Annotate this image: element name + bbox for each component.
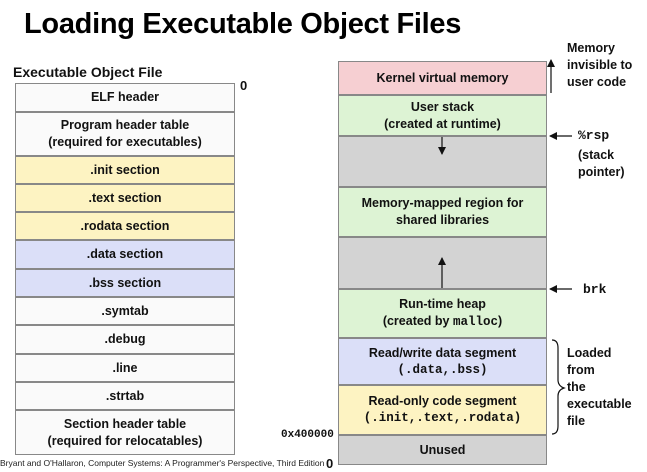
exe-section-box: .line <box>15 354 235 382</box>
user-stack-sublabel: (created at runtime) <box>384 116 501 131</box>
loaded-line-4: executable <box>567 397 632 411</box>
user-stack-label: User stack <box>410 99 475 114</box>
unused-label: Unused <box>419 442 466 457</box>
read-write-data-segment: Read/write data segment (.data,.bss) <box>338 338 547 385</box>
exe-section-label: .data section <box>86 247 164 261</box>
exe-section-label: ELF header <box>90 90 160 104</box>
exe-section-label: .bss section <box>88 275 162 290</box>
memory-invisible-line-3: user code <box>567 75 627 89</box>
heap-sublabel-malloc: malloc <box>452 315 498 329</box>
exe-section-box: .bss section <box>15 269 235 297</box>
runtime-heap-region: Run-time heap (created by malloc) <box>338 289 547 338</box>
mmap-label: Memory-mapped region for <box>361 196 524 210</box>
exe-section-label: (required for executables) <box>48 135 202 149</box>
brk-label: brk <box>583 282 607 297</box>
rsp-description-line-1: (stack <box>578 148 615 162</box>
address-0x400000: 0x400000 <box>281 429 334 441</box>
exe-section-box: .init section <box>15 156 235 184</box>
heap-label: Run-time heap <box>399 297 486 311</box>
exe-section-label: Program header table <box>60 118 190 132</box>
kernel-region-label: Kernel virtual memory <box>376 70 509 85</box>
exe-section-label: .init section <box>90 162 160 177</box>
exe-section-box: Section header table (required for reloca… <box>15 410 235 455</box>
memory-invisible-line-2: invisible to <box>567 58 633 72</box>
heap-sublabel-suffix: ) <box>498 314 503 328</box>
memory-mapped-region: Memory-mapped region for shared librarie… <box>338 187 547 237</box>
exe-section-label: .strtab <box>105 388 145 403</box>
exe-section-box: .symtab <box>15 297 235 325</box>
rsp-description: (stack pointer) <box>578 147 625 181</box>
loaded-bracket <box>551 339 566 435</box>
address-zero: 0 <box>326 456 334 471</box>
exe-section-label: .text section <box>88 190 162 205</box>
exe-section-box: .strtab <box>15 382 235 410</box>
rsp-description-line-2: pointer) <box>578 165 625 179</box>
rsp-register-label: %rsp <box>578 128 610 143</box>
exe-section-box: .text section <box>15 184 235 212</box>
executable-file-label: Executable Object File <box>13 64 163 80</box>
page-title: Loading Executable Object Files <box>24 8 462 40</box>
loaded-line-2: from <box>567 363 595 377</box>
data-segment-label: Read/write data segment <box>368 345 517 360</box>
kernel-virtual-memory-region: Kernel virtual memory <box>338 61 547 95</box>
exe-section-box: .rodata section <box>15 212 235 240</box>
code-segment-sublabel: (.init,.text,.rodata) <box>363 411 522 425</box>
heap-sublabel-prefix: (created by <box>382 314 453 328</box>
exe-section-label: Section header table <box>63 416 187 431</box>
user-stack-region: User stack (created at runtime) <box>338 95 547 136</box>
code-segment-label: Read-only code segment <box>368 394 517 408</box>
exe-section-label: .symtab <box>101 303 149 318</box>
exe-offset-zero: 0 <box>240 78 248 93</box>
loaded-from-file-note: Loaded from the executable file <box>567 345 632 430</box>
memory-invisible-note: Memory invisible to user code <box>567 40 632 91</box>
read-only-code-segment: Read-only code segment (.init,.text,.rod… <box>338 385 547 435</box>
memory-invisible-line-1: Memory <box>567 41 615 55</box>
exe-section-label: .line <box>112 360 138 375</box>
source-citation: Bryant and O'Hallaron, Computer Systems:… <box>0 458 325 468</box>
unused-region: Unused <box>338 435 547 465</box>
loaded-line-1: Loaded <box>567 346 612 360</box>
heap-sublabel: (created by malloc) <box>383 313 502 331</box>
exe-section-label: .debug <box>104 332 146 346</box>
exe-section-label: .rodata section <box>80 218 170 233</box>
loaded-line-3: the <box>567 380 586 394</box>
exe-section-box: .debug <box>15 325 235 354</box>
exe-section-box: .data section <box>15 240 235 269</box>
exe-section-box: Program header table (required for execut… <box>15 112 235 156</box>
mmap-sublabel: shared libraries <box>395 213 490 227</box>
loaded-line-5: file <box>567 414 586 428</box>
exe-section-label: (required for relocatables) <box>47 433 203 448</box>
data-segment-sublabel: (.data,.bss) <box>397 362 488 377</box>
exe-section-box: ELF header <box>15 83 235 112</box>
